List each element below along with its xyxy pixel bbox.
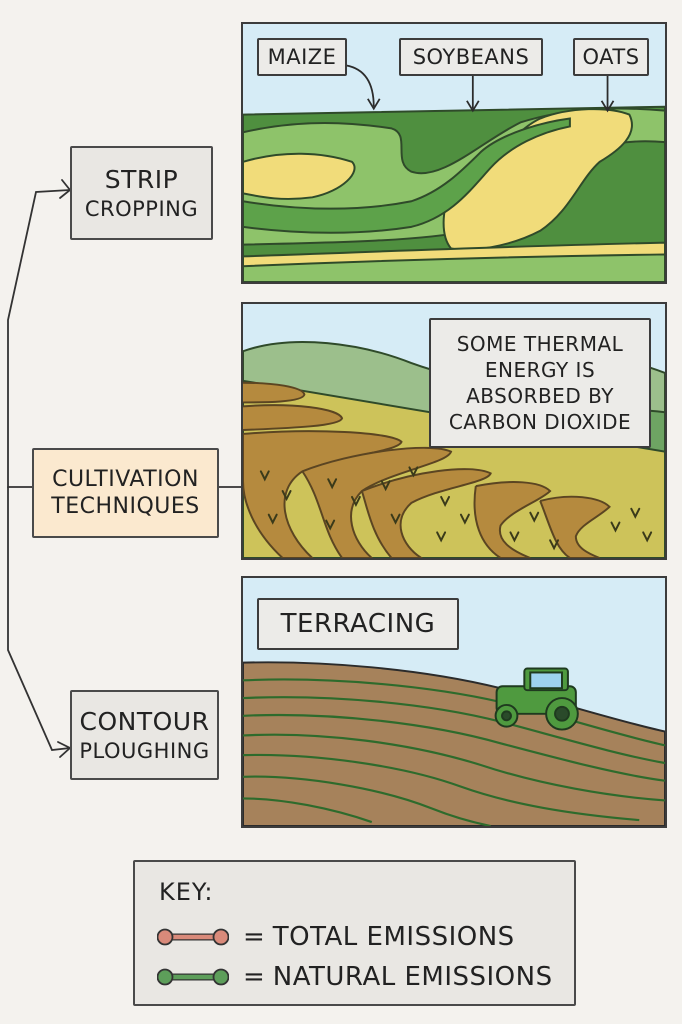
- key-equals: =: [243, 962, 265, 992]
- oats-label: OATS: [573, 38, 649, 76]
- callout-line1: SOME THERMAL: [456, 332, 624, 356]
- callout-line2: ENERGY IS: [484, 358, 596, 382]
- key-row-natural-emissions: = NATURAL EMISSIONS: [157, 962, 553, 992]
- strip-cropping-panel: MAIZE SOYBEANS OATS: [241, 22, 667, 284]
- contour-ploughing-node: CONTOUR PLOUGHING: [70, 690, 219, 780]
- arrowhead-strip-cropping: [59, 179, 72, 199]
- crop-sprouts: [259, 466, 653, 551]
- terrace-panel: SOME THERMAL ENERGY IS ABSORBED BY CARBO…: [241, 302, 667, 560]
- key-title: KEY:: [159, 878, 214, 906]
- key-natural-emissions-text: NATURAL EMISSIONS: [272, 962, 553, 992]
- strip-cropping-line1: STRIP: [104, 165, 179, 195]
- natural-emissions-swatch-icon: [157, 968, 229, 986]
- thermal-energy-callout: SOME THERMAL ENERGY IS ABSORBED BY CARBO…: [429, 318, 651, 448]
- key-legend: KEY: = TOTAL EMISSIONS = NATURAL EMISSIO…: [133, 860, 576, 1006]
- key-equals: =: [243, 922, 265, 952]
- contour-ploughing-line2: PLOUGHING: [79, 738, 210, 763]
- tractor-icon: [494, 667, 579, 731]
- key-row-total-emissions: = TOTAL EMISSIONS: [157, 922, 515, 952]
- cultivation-techniques-line1: CULTIVATION: [52, 466, 199, 492]
- total-emissions-swatch-icon: [157, 928, 229, 946]
- callout-line4: CARBON DIOXIDE: [448, 410, 632, 434]
- cultivation-techniques-node: CULTIVATION TECHNIQUES: [32, 448, 219, 538]
- strip-cropping-node: STRIP CROPPING: [70, 146, 213, 240]
- connector-to-contour-ploughing: [7, 486, 71, 751]
- key-total-emissions-text: TOTAL EMISSIONS: [272, 922, 515, 952]
- maize-pointer: [345, 64, 375, 107]
- contour-panel: TERRACING: [241, 576, 667, 828]
- callout-line3: ABSORBED BY: [466, 384, 614, 408]
- strip-cropping-line2: CROPPING: [84, 196, 199, 221]
- cultivation-techniques-line2: TECHNIQUES: [51, 494, 200, 519]
- connector-to-strip-cropping: [7, 189, 71, 488]
- soybeans-label: SOYBEANS: [399, 38, 543, 76]
- contour-ploughing-line1: CONTOUR: [79, 707, 210, 737]
- maize-label: MAIZE: [257, 38, 347, 76]
- terracing-label: TERRACING: [257, 598, 459, 650]
